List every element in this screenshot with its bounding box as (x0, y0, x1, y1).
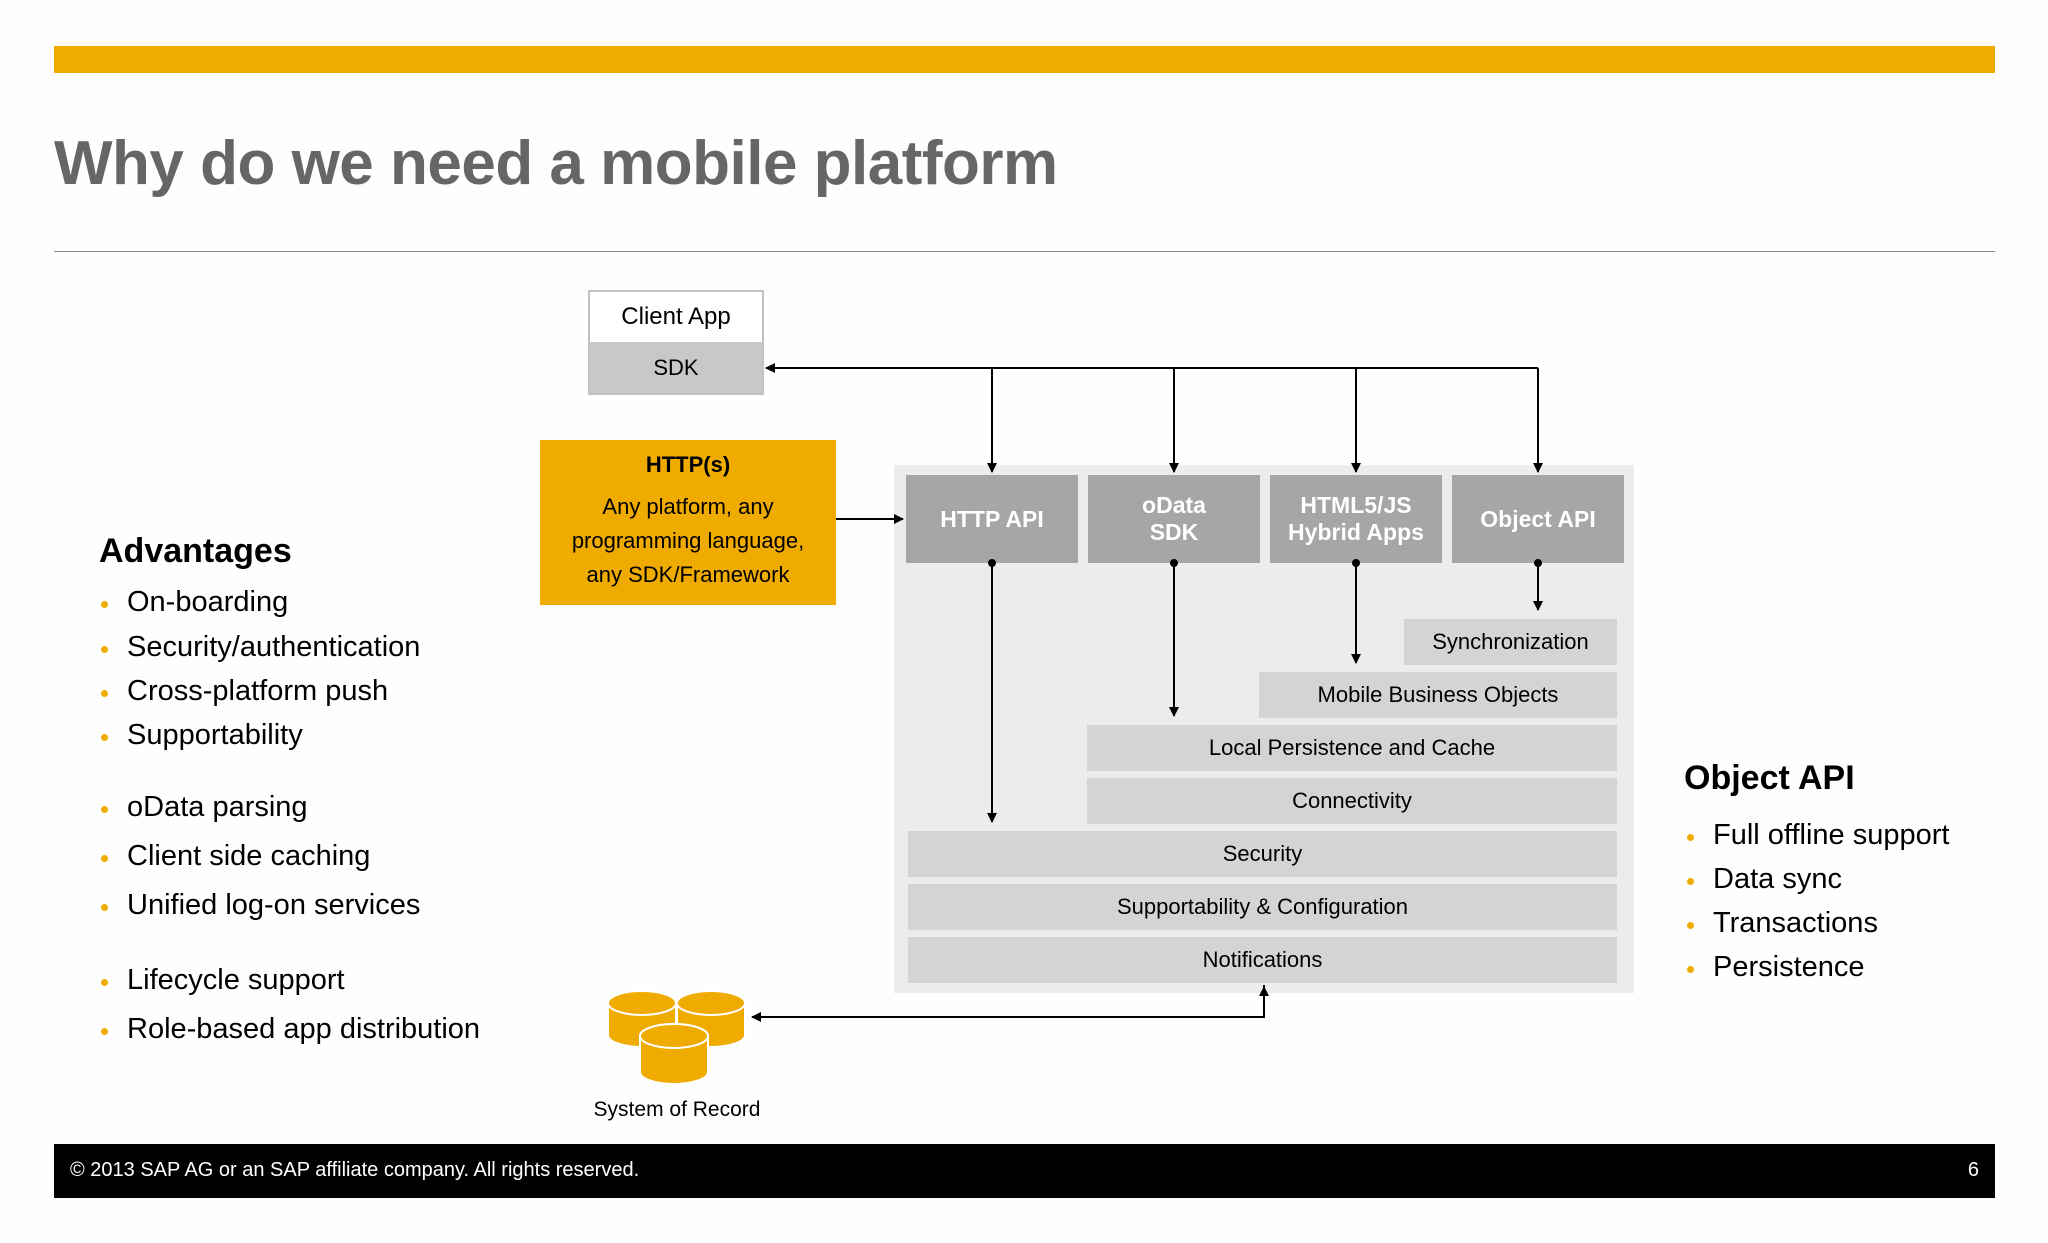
list-item: Lifecycle support (101, 964, 345, 997)
object-api-heading: Object API (1684, 759, 1855, 797)
layer-supportability: Supportability & Configuration (908, 884, 1617, 930)
layer-synchronization: Synchronization (1404, 619, 1617, 665)
layer-connectivity: Connectivity (1087, 778, 1617, 824)
list-item: On-boarding (101, 586, 288, 619)
junction-dot (1352, 559, 1360, 567)
http-heading: HTTP(s) (645, 452, 731, 477)
client-sdk-label: SDK (590, 342, 762, 393)
list-item: Cross-platform push (101, 675, 388, 708)
arrow-to-system-of-record (751, 985, 1265, 1022)
client-app-box: Client App SDK (588, 290, 764, 395)
junction-dot (988, 559, 996, 567)
client-app-label: Client App (621, 303, 731, 330)
list-item: Unified log-on services (101, 889, 420, 922)
slide-title: Why do we need a mobile platform (54, 129, 1058, 198)
copyright-text: © 2013 SAP AG or an SAP affiliate compan… (70, 1159, 640, 1181)
http-box: HTTP(s) Any platform, any programming la… (540, 440, 836, 605)
list-item: Role-based app distribution (101, 1013, 480, 1046)
list-item: oData parsing (101, 791, 308, 824)
list-item: Security/authentication (101, 631, 420, 664)
title-divider (54, 251, 1995, 252)
junction-dot (1170, 559, 1178, 567)
list-item: Persistence (1687, 951, 1865, 984)
layer-local-persistence: Local Persistence and Cache (1087, 725, 1617, 771)
database-icon (607, 990, 746, 1085)
list-item: Supportability (101, 719, 303, 752)
layer-notifications: Notifications (908, 937, 1617, 983)
list-item: Client side caching (101, 840, 370, 873)
list-item: Full offline support (1687, 819, 1949, 852)
junction-dot (1534, 559, 1542, 567)
footer-bar: © 2013 SAP AG or an SAP affiliate compan… (54, 1144, 1995, 1198)
layer-security: Security (908, 831, 1617, 877)
list-item: Data sync (1687, 863, 1842, 896)
layer-mobile-business-objects: Mobile Business Objects (1259, 672, 1617, 718)
http-description: Any platform, any programming language, … (571, 494, 805, 587)
page-number: 6 (1967, 1159, 1979, 1181)
system-of-record-label: System of Record (593, 1098, 761, 1121)
list-item: Transactions (1687, 907, 1878, 940)
object-api-block: Object API (1452, 475, 1624, 563)
http-api-block: HTTP API (906, 475, 1078, 563)
advantages-heading: Advantages (99, 532, 292, 570)
top-accent-bar (54, 46, 1995, 73)
